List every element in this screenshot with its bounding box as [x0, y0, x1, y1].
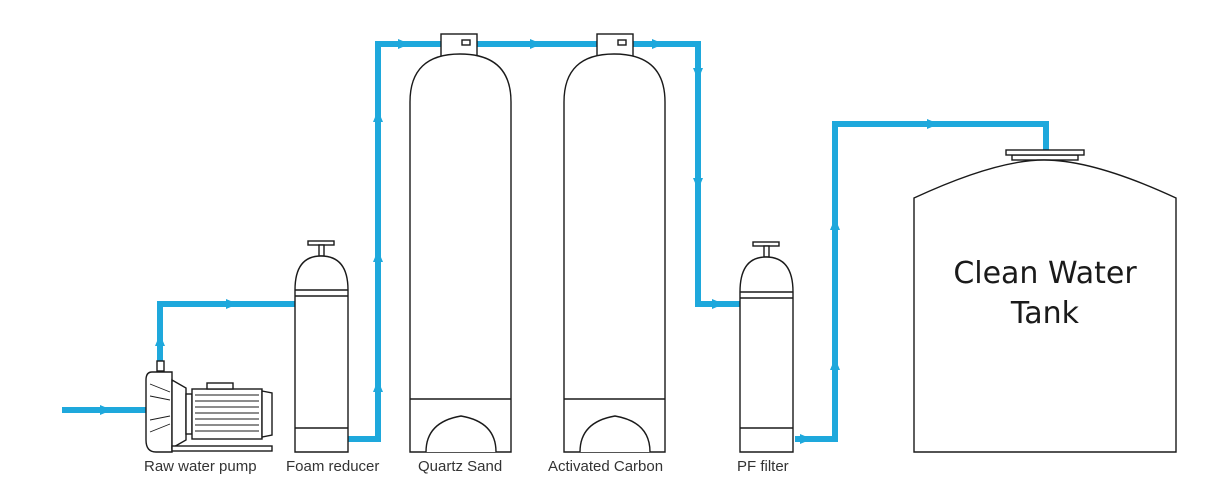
arrow-riser-up-1 — [373, 380, 383, 392]
arrow-pump-up — [155, 334, 165, 346]
clean-water-tank-icon — [913, 149, 1177, 453]
pf-filter-vessel-icon — [739, 241, 794, 453]
arrow-riser-up-3 — [373, 110, 383, 122]
arrow-tank-up-1 — [830, 358, 840, 370]
arrow-pf-out — [800, 434, 812, 444]
tank-label-line1: Clean Water — [953, 256, 1137, 291]
arrow-pf-in — [712, 299, 724, 309]
foam-reducer-vessel-icon — [294, 240, 349, 453]
label-activated-carbon: Activated Carbon — [548, 458, 664, 475]
label-foam-reducer: Foam reducer — [286, 458, 380, 475]
activated-carbon-vessel-icon — [563, 33, 666, 453]
pipes — [62, 41, 1049, 442]
arrow-inlet — [100, 405, 112, 415]
arrow-down-1 — [693, 68, 703, 80]
arrow-top-1 — [398, 39, 410, 49]
label-pf-filter: PF filter — [737, 458, 789, 475]
arrow-tank-up-2 — [830, 218, 840, 230]
arrow-top-3 — [652, 39, 664, 49]
arrow-down-2 — [693, 178, 703, 190]
tank-label-line2: Tank — [1010, 296, 1080, 331]
label-quartz-sand: Quartz Sand — [418, 458, 503, 475]
arrow-pump-right — [226, 299, 238, 309]
pump-to-foam-pipe — [157, 301, 295, 370]
quartz-sand-vessel-icon — [409, 33, 512, 453]
pf-to-tank-pipe — [795, 121, 1049, 442]
arrow-top-2 — [530, 39, 542, 49]
flow-arrows — [100, 39, 939, 444]
arrow-tank-right — [927, 119, 939, 129]
arrow-riser-up-2 — [373, 250, 383, 262]
label-raw-water-pump: Raw water pump — [144, 458, 257, 475]
raw-water-pump-icon — [145, 360, 273, 453]
